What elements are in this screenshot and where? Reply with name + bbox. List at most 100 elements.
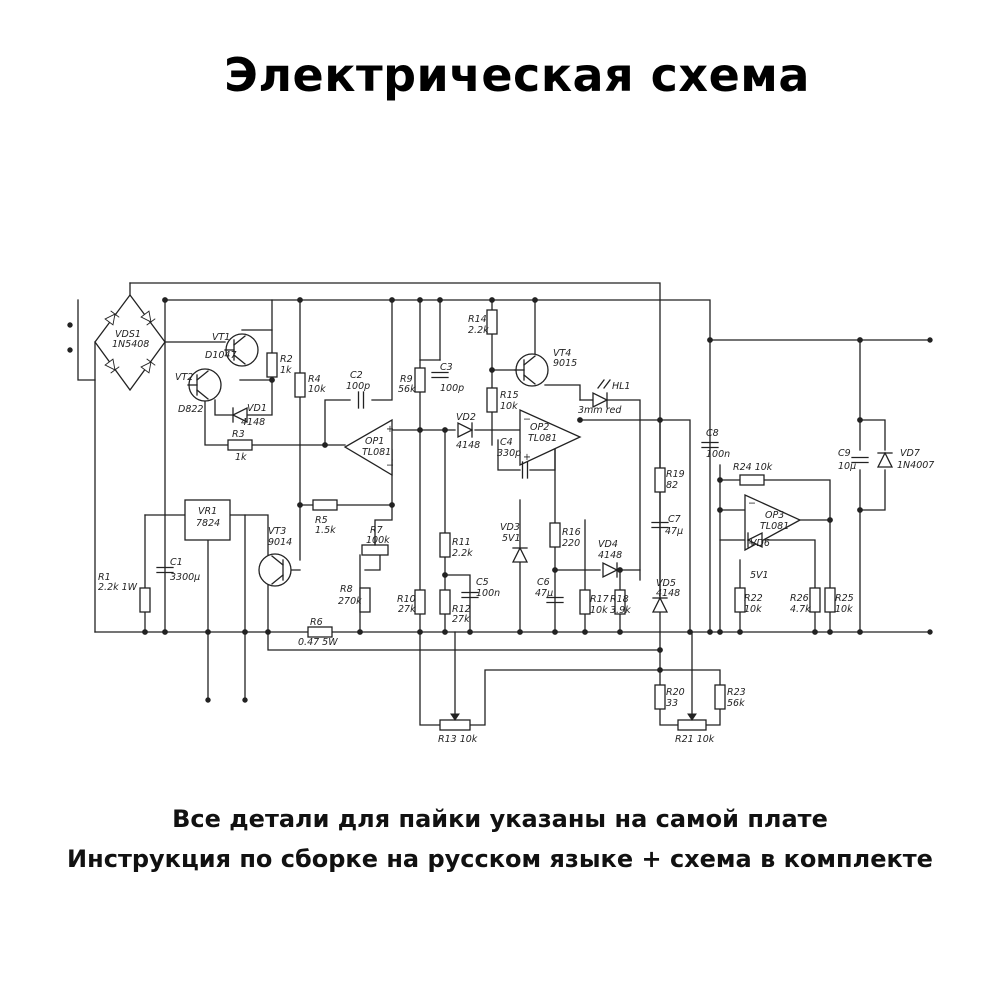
label-c3-val: 100p	[440, 383, 464, 394]
label-r19-ref: R19	[666, 469, 685, 480]
label-r26-val: 4.7k	[790, 604, 811, 615]
label-vr1-ref: VR1	[198, 506, 217, 517]
svg-text:+: +	[523, 452, 531, 463]
label-r22-val: 10k	[744, 604, 762, 615]
label-r11-val: 2.2k	[452, 548, 473, 559]
label-r22-ref: R22	[744, 593, 763, 604]
label-r11-ref: R11	[452, 537, 471, 548]
label-r15-val: 10k	[500, 401, 518, 412]
svg-text:+: +	[386, 424, 394, 435]
label-r3-ref: R3	[232, 429, 245, 440]
label-vd7-ref: VD7	[900, 448, 920, 459]
label-r15-ref: R15	[500, 390, 519, 401]
label-vt3-val: 9014	[268, 537, 292, 548]
label-r1-ref: R1	[98, 572, 111, 583]
diode-bridge-vds1: VDS1 1N5408	[94, 282, 166, 392]
label-r9-val: 56k	[398, 384, 416, 395]
transistor-vt3: VT3 9014	[258, 526, 292, 587]
label-c4-val: 330p	[497, 448, 521, 459]
svg-text:+: +	[748, 538, 756, 549]
label-r26-ref: R26	[790, 593, 809, 604]
label-vd4-val: 4148	[598, 550, 622, 561]
label-c9-val: 10µ	[838, 461, 856, 472]
label-vd1-ref: VD1	[247, 403, 267, 414]
label-op3-val: TL081	[760, 521, 789, 532]
label-vd2-val: 4148	[456, 440, 480, 451]
label-c6-ref: C6	[537, 577, 550, 588]
label-r17-ref: R17	[590, 594, 609, 605]
label-r5-val: 1.5k	[315, 525, 336, 536]
label-vd5-ref: VD5	[656, 578, 676, 589]
label-vd2-ref: VD2	[456, 412, 476, 423]
label-r6-ref: R6	[310, 617, 323, 628]
label-r8-ref: R8	[340, 584, 353, 595]
label-r8-val: 270k	[338, 596, 362, 607]
label-vd3-val: 5V1	[502, 533, 521, 544]
label-r20-val: 33	[666, 698, 678, 709]
label-c4-ref: C4	[500, 437, 513, 448]
label-r10-ref: R10	[397, 594, 416, 605]
label-c9-ref: C9	[838, 448, 851, 459]
label-r16-ref: R16	[562, 527, 581, 538]
label-vd5-val: 4148	[656, 588, 680, 599]
label-r4-val: 10k	[308, 384, 326, 395]
label-c2-ref: C2	[350, 370, 363, 381]
label-hl1-ref: HL1	[612, 381, 630, 392]
label-r16-val: 220	[562, 538, 580, 549]
label-r12-ref: R12	[452, 604, 471, 615]
label-r1-val: 2.2k 1W	[98, 582, 138, 593]
label-c1-val: 3300µ	[170, 572, 200, 583]
svg-text:−: −	[386, 460, 394, 471]
label-vd1-val: 4148	[241, 417, 265, 428]
label-op2-val: TL081	[528, 433, 557, 444]
label-c3-ref: C3	[440, 362, 453, 373]
label-r12-val: 27k	[452, 614, 470, 625]
label-r23-val: 56k	[727, 698, 745, 709]
label-r14-val: 2.2k	[468, 325, 489, 336]
label-r21: R21 10k	[675, 734, 715, 745]
label-r18-ref: R18	[610, 594, 629, 605]
label-r25-val: 10k	[835, 604, 853, 615]
label-r20-ref: R20	[666, 687, 685, 698]
label-c8-val: 100n	[706, 449, 730, 460]
transistor-vt2: VT2 D822	[175, 368, 222, 415]
svg-text:−: −	[523, 414, 531, 425]
label-vt4-ref: VT4	[553, 348, 571, 359]
label-vt2-ref: VT2	[175, 372, 193, 383]
label-c1-ref: C1	[170, 557, 183, 568]
regulator-vr1: VR1 7824	[184, 499, 231, 541]
label-vt1-val: D1047	[205, 350, 237, 361]
opamp-op2: − + OP2 TL081	[519, 408, 582, 467]
label-r23-ref: R23	[727, 687, 746, 698]
label-r25-ref: R25	[835, 593, 854, 604]
label-r7-val: 100k	[366, 535, 390, 546]
label-r7-ref: R7	[370, 525, 383, 536]
label-c8-ref: C8	[706, 428, 719, 439]
label-r18-val: 3.9k	[610, 605, 631, 616]
page-title: Электрическая схема	[224, 48, 810, 102]
label-op2-ref: OP2	[530, 422, 549, 433]
label-r14-ref: R14	[468, 314, 487, 325]
label-vt2-val: D822	[178, 404, 203, 415]
transistor-vt4: VT4 9015	[514, 348, 577, 387]
label-r10-val: 27k	[398, 604, 416, 615]
label-vd4-ref: VD4	[598, 539, 618, 550]
label-r19-val: 82	[666, 480, 678, 491]
resistor-r21: R21 10k	[675, 713, 715, 745]
label-r24: R24 10k	[733, 462, 773, 473]
label-c2-val: 100p	[346, 381, 370, 392]
label-c5-val: 100n	[476, 588, 500, 599]
label-op3-ref: OP3	[765, 510, 784, 521]
caption-line-1: Все детали для пайки указаны на самой пл…	[172, 805, 828, 833]
label-c6-val: 47µ	[535, 588, 553, 599]
label-r5-ref: R5	[315, 515, 328, 526]
resistor-r13: R13 10k	[438, 713, 478, 745]
label-hl1-val: 3mm red	[578, 405, 622, 416]
label-c7-val: 47µ	[665, 526, 683, 537]
svg-text:−: −	[748, 498, 756, 509]
wires	[77, 282, 931, 726]
opamp-op1: + − OP1 TL081	[343, 418, 394, 477]
label-r3-val: 1k	[235, 452, 247, 463]
